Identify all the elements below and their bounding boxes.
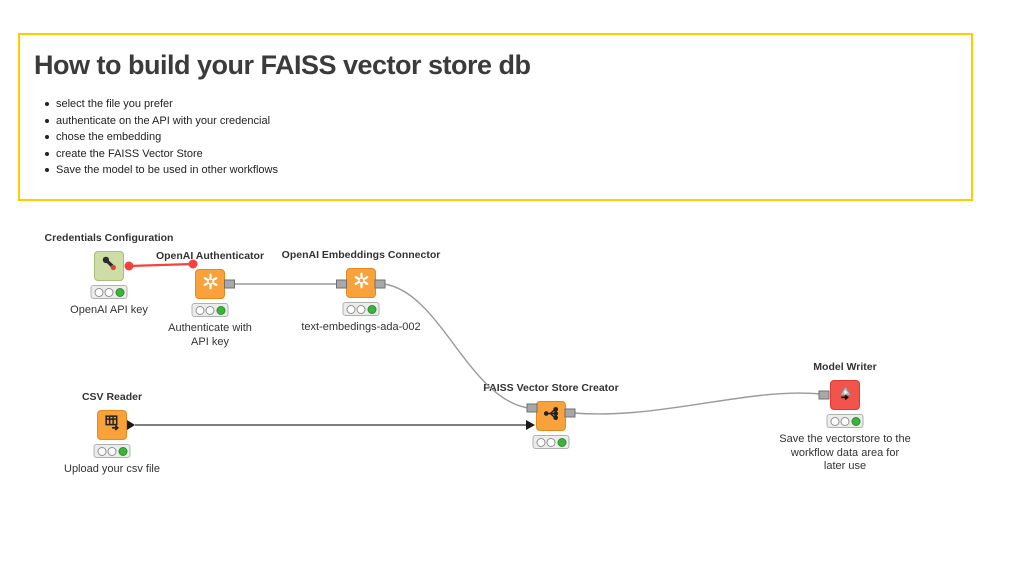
node-openai-authenticator[interactable]: OpenAI Authenticator Authenticate with A… [156, 250, 264, 348]
faiss-data-input-port[interactable] [526, 420, 535, 430]
annotation-bullet: chose the embedding [45, 129, 957, 146]
connection-faiss-to-writer[interactable] [573, 392, 821, 415]
openai-logo-icon [201, 272, 220, 296]
writer-input-port[interactable] [818, 390, 830, 400]
csv-output-port[interactable] [127, 420, 135, 430]
annotation-bullet: select the file you prefer [45, 96, 957, 113]
embeddings-output-port[interactable] [374, 279, 386, 289]
traffic-light-red [97, 446, 106, 456]
workflow-annotation-box[interactable]: How to build your FAISS vector store db … [18, 33, 973, 201]
traffic-light-red [346, 304, 355, 314]
node-body[interactable] [536, 401, 566, 431]
node-title: OpenAI Embeddings Connector [281, 249, 441, 261]
traffic-light-green [851, 416, 860, 426]
vector-store-branch-icon [542, 404, 561, 428]
traffic-light-green [216, 305, 225, 315]
traffic-light-amber [840, 416, 850, 426]
traffic-light-amber [356, 304, 366, 314]
node-body[interactable] [97, 410, 127, 440]
traffic-light-green [118, 446, 127, 456]
traffic-light-green [115, 287, 124, 297]
annotation-bullet: authenticate on the API with your creden… [45, 113, 957, 130]
node-model-writer[interactable]: Model Writer Save the vectorstore to the… [779, 361, 910, 472]
node-title: CSV Reader [81, 391, 143, 403]
traffic-light-red [536, 437, 545, 447]
node-openai-embeddings-connector[interactable]: OpenAI Embeddings Connector text-embedin… [282, 249, 441, 333]
annotation-bullet-list: select the file you prefer authenticate … [34, 96, 957, 179]
node-annotation[interactable]: Save the vectorstore to the workflow dat… [779, 433, 911, 472]
csv-table-icon [103, 413, 122, 437]
traffic-light-red [830, 416, 839, 426]
node-body[interactable] [195, 269, 225, 299]
traffic-light [342, 302, 380, 316]
traffic-light [532, 435, 570, 449]
node-body[interactable] [830, 380, 860, 410]
traffic-light-amber [546, 437, 556, 447]
traffic-light [826, 414, 864, 428]
traffic-light-amber [205, 305, 215, 315]
traffic-light [90, 285, 128, 299]
node-body[interactable] [94, 251, 124, 281]
traffic-light-red [195, 305, 204, 315]
traffic-light-green [367, 304, 376, 314]
annotation-bullet: Save the model to be used in other workf… [45, 162, 957, 179]
openai-logo-icon [352, 271, 371, 295]
faiss-output-port[interactable] [564, 408, 576, 418]
node-faiss-vector-store-creator[interactable]: FAISS Vector Store Creator [483, 382, 619, 449]
node-annotation[interactable]: OpenAI API key [70, 304, 148, 316]
annotation-bullet: create the FAISS Vector Store [45, 146, 957, 163]
connection-credentials-to-authenticator[interactable] [128, 262, 194, 268]
node-annotation[interactable]: text-embedings-ada-002 [301, 321, 421, 333]
model-writer-icon [836, 383, 855, 407]
traffic-light [93, 444, 131, 458]
flow-variable-output-port[interactable] [124, 261, 134, 271]
authenticator-output-port[interactable] [224, 279, 235, 289]
traffic-light-amber [107, 446, 117, 456]
traffic-light-amber [104, 287, 114, 297]
node-body[interactable] [346, 268, 376, 298]
key-credentials-icon [100, 254, 119, 278]
node-annotation[interactable]: Authenticate with API key [168, 322, 252, 348]
node-title: Model Writer [813, 361, 877, 373]
annotation-title: How to build your FAISS vector store db [34, 50, 531, 80]
traffic-light [191, 303, 229, 317]
node-title: OpenAI Authenticator [155, 250, 265, 262]
node-credentials-configuration[interactable]: Credentials Configuration OpenAI API key [45, 232, 174, 316]
embeddings-input-port[interactable] [336, 279, 347, 289]
traffic-light-green [557, 437, 566, 447]
node-title: FAISS Vector Store Creator [483, 382, 619, 394]
node-csv-reader[interactable]: CSV Reader Upload your csv [64, 391, 160, 475]
traffic-light-red [94, 287, 103, 297]
node-annotation[interactable]: Upload your csv file [64, 463, 160, 475]
node-title: Credentials Configuration [44, 232, 174, 244]
